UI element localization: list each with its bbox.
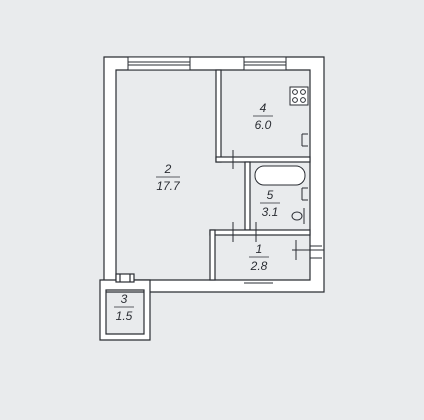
room-5-number: 5 bbox=[267, 188, 274, 202]
room-2-area: 17.7 bbox=[156, 179, 181, 193]
bath-pipe-icon bbox=[301, 187, 308, 201]
room-4-area: 6.0 bbox=[255, 118, 272, 132]
room-3-number: 3 bbox=[121, 292, 128, 306]
window-main-room bbox=[127, 56, 191, 71]
room-5-area: 3.1 bbox=[262, 205, 279, 219]
room-3-label: 3 1.5 bbox=[114, 292, 134, 323]
bathtub-icon bbox=[254, 165, 306, 186]
room-5-label: 5 3.1 bbox=[260, 188, 280, 219]
room-2-label: 2 17.7 bbox=[156, 162, 181, 193]
door-marks bbox=[232, 150, 322, 284]
entrance-marker bbox=[292, 240, 324, 260]
room-1-number: 1 bbox=[256, 242, 263, 256]
room-4-label: 4 6.0 bbox=[253, 101, 273, 132]
room-1-area: 2.8 bbox=[250, 259, 268, 273]
partitions bbox=[209, 69, 311, 281]
stove-icon bbox=[289, 86, 309, 106]
kitchen-sink-icon bbox=[301, 133, 308, 147]
room-3-area: 1.5 bbox=[116, 309, 133, 323]
room-1-label: 1 2.8 bbox=[249, 242, 269, 273]
balcony bbox=[99, 273, 151, 341]
window-kitchen bbox=[243, 56, 287, 71]
room-2-number: 2 bbox=[164, 162, 172, 176]
room-4-number: 4 bbox=[260, 101, 267, 115]
washbasin-icon bbox=[291, 208, 305, 224]
